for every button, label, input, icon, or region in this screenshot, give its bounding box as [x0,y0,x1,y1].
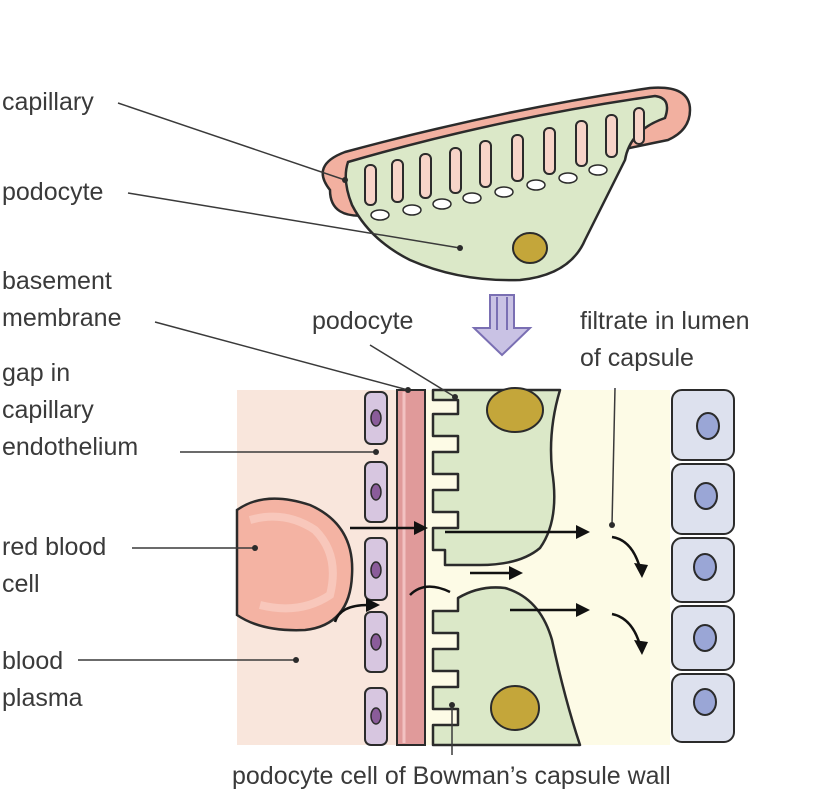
label-caption: podocyte cell of Bowman’s capsule wall [232,762,671,790]
label-podocyte-top: podocyte [2,178,104,206]
filtration-arrowheads [366,521,648,655]
label-gap: gap in capillary endothelium [2,359,139,461]
label-filtrate: filtrate in lumen of capsule [580,307,750,372]
endothelial-nuclei [370,409,382,725]
capsule-wall-nuclei [693,412,720,716]
top-illustration [321,86,692,282]
podocyte-upper [431,388,562,567]
leader-lines [78,102,616,755]
label-capillary: capillary [2,88,94,116]
label-podocyte-middle: podocyte [312,307,414,335]
foot-process-slits [364,107,645,206]
cross-section [235,387,735,747]
capsule-wall-cells [671,389,735,743]
basement-membrane [396,389,426,746]
leader-dots [252,177,615,708]
podocyte-lower [431,586,582,747]
podocyte-upper-nucleus [486,387,544,433]
label-red-blood-cell: red blood cell [2,533,107,598]
podocyte-nucleus-top [512,232,548,264]
podocyte-lower-nucleus [490,685,540,731]
label-basement-membrane: basement membrane [2,267,122,332]
label-blood-plasma: blood plasma [2,647,83,712]
zoom-arrow [471,294,533,357]
foot-process-gaps [370,164,608,221]
